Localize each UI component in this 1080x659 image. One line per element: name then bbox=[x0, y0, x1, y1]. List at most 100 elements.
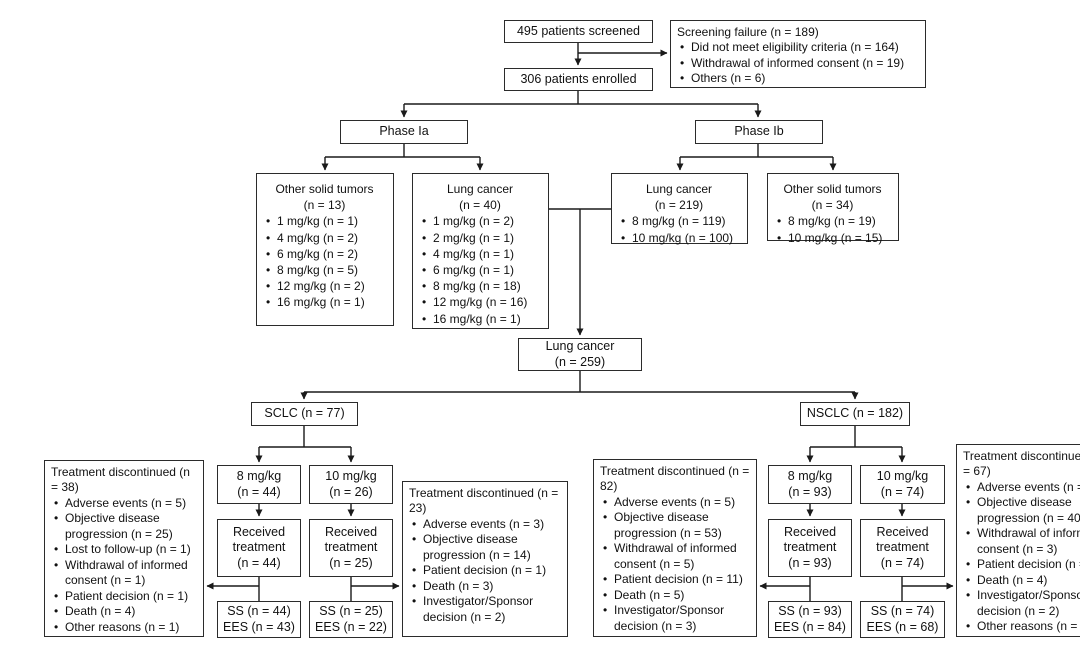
bullet-item: Lost to follow-up (n = 1) bbox=[50, 542, 200, 558]
sclc-discontinued-8mg-list: Adverse events (n = 5)Objective disease … bbox=[50, 496, 200, 636]
phase-ia-label: Phase Ia bbox=[379, 124, 429, 139]
screening-failure-box: Screening failure (n = 189) Did not meet… bbox=[670, 20, 926, 88]
bullet-item: 12 mg/kg (n = 16) bbox=[418, 294, 545, 310]
bullet-item: Death (n = 4) bbox=[50, 604, 200, 620]
nsclc-ss-10mg: SS (n = 74) bbox=[870, 604, 935, 619]
sclc-ss-8mg: SS (n = 44) bbox=[227, 604, 291, 619]
screening-failure-list: Did not meet eligibility criteria (n = 1… bbox=[676, 40, 922, 86]
bullet-item: 2 mg/kg (n = 1) bbox=[418, 230, 545, 246]
lung-cancer-combined-name: Lung cancer bbox=[545, 339, 615, 354]
nsclc-analysis-sets-10mg-box: SS (n = 74) EES (n = 68) bbox=[860, 601, 945, 638]
phase-ia-box: Phase Ia bbox=[340, 120, 468, 144]
nsclc-discontinued-10mg-box: Treatment discontinued (n = 67) Adverse … bbox=[956, 444, 1080, 637]
sclc-discontinued-10mg-title: Treatment discontinued (n = 23) bbox=[409, 486, 559, 516]
bullet-item: 8 mg/kg (n = 18) bbox=[418, 278, 545, 294]
sclc-discontinued-8mg-title: Treatment discontinued (n = 38) bbox=[51, 465, 190, 495]
nsclc-discontinued-10mg-list: Adverse events (n = 7)Objective disease … bbox=[962, 480, 1080, 635]
bullet-item: 16 mg/kg (n = 1) bbox=[418, 311, 545, 327]
phase-ib-lung-cancer-box: Lung cancer (n = 219) 8 mg/kg (n = 119)1… bbox=[611, 173, 748, 246]
enrolled-box: 306 patients enrolled bbox=[504, 68, 653, 91]
bullet-item: Investigator/Sponsor decision (n = 2) bbox=[408, 594, 564, 625]
bullet-item: Adverse events (n = 7) bbox=[962, 480, 1080, 496]
sclc-10mg-dose-box: 10 mg/kg (n = 26) bbox=[309, 465, 393, 504]
bullet-item: 10 mg/kg (n = 15) bbox=[773, 230, 895, 246]
phase-ia-other-solid-tumors-name: Other solid tumors bbox=[275, 182, 374, 196]
sclc-10mg-dose-n: (n = 26) bbox=[329, 484, 373, 499]
nsclc-received-8mg-n: (n = 93) bbox=[788, 555, 832, 570]
bullet-item: Investigator/Sponsor decision (n = 2) bbox=[962, 588, 1080, 619]
phase-ia-lung-cancer-box: Lung cancer (n = 40) 1 mg/kg (n = 2)2 mg… bbox=[412, 173, 549, 329]
sclc-discontinued-10mg-box: Treatment discontinued (n = 23) Adverse … bbox=[402, 481, 568, 637]
bullet-item: Death (n = 3) bbox=[408, 579, 564, 595]
phase-ib-other-solid-tumors-box: Other solid tumors (n = 34) 8 mg/kg (n =… bbox=[767, 173, 899, 246]
nsclc-received-8mg-box: Received treatment (n = 93) bbox=[768, 519, 852, 577]
bullet-item: Objective disease progression (n = 14) bbox=[408, 532, 564, 563]
nsclc-10mg-dose-box: 10 mg/kg (n = 74) bbox=[860, 465, 945, 504]
bullet-item: Withdrawal of informed consent (n = 3) bbox=[962, 526, 1080, 557]
sclc-received-8mg-box: Received treatment (n = 44) bbox=[217, 519, 301, 577]
bullet-item: Others (n = 6) bbox=[676, 71, 922, 87]
bullet-item: 8 mg/kg (n = 19) bbox=[773, 213, 895, 229]
nsclc-received-10mg-box: Received treatment (n = 74) bbox=[860, 519, 945, 577]
nsclc-ss-8mg: SS (n = 93) bbox=[778, 604, 842, 619]
bullet-item: 8 mg/kg (n = 119) bbox=[617, 213, 744, 229]
bullet-item: Patient decision (n = 1) bbox=[408, 563, 564, 579]
bullet-item: Investigator/Sponsor decision (n = 3) bbox=[599, 603, 753, 634]
bullet-item: Adverse events (n = 5) bbox=[599, 495, 753, 511]
nsclc-received-8mg-label: Received treatment bbox=[783, 525, 837, 555]
flow-connectors bbox=[206, 43, 954, 601]
phase-ia-other-solid-tumors-list: 1 mg/kg (n = 1)4 mg/kg (n = 2)6 mg/kg (n… bbox=[262, 213, 390, 310]
screened-box: 495 patients screened bbox=[504, 20, 653, 43]
nsclc-received-10mg-n: (n = 74) bbox=[880, 555, 925, 570]
nsclc-10mg-dose-label: 10 mg/kg bbox=[876, 469, 929, 484]
nsclc-box: NSCLC (n = 182) bbox=[800, 402, 910, 426]
phase-ib-other-solid-tumors-name: Other solid tumors bbox=[783, 182, 882, 196]
phase-ia-other-solid-tumors-box: Other solid tumors (n = 13) 1 mg/kg (n =… bbox=[256, 173, 394, 326]
bullet-item: 8 mg/kg (n = 5) bbox=[262, 262, 390, 278]
nsclc-discontinued-8mg-box: Treatment discontinued (n = 82) Adverse … bbox=[593, 459, 757, 637]
sclc-8mg-dose-n: (n = 44) bbox=[237, 484, 281, 499]
nsclc-discontinued-10mg-title: Treatment discontinued (n = 67) bbox=[963, 449, 1080, 479]
phase-ib-lung-cancer-list: 8 mg/kg (n = 119)10 mg/kg (n = 100) bbox=[617, 213, 744, 246]
sclc-ss-10mg: SS (n = 25) bbox=[319, 604, 383, 619]
bullet-item: Death (n = 5) bbox=[599, 588, 753, 604]
bullet-item: 6 mg/kg (n = 1) bbox=[418, 262, 545, 278]
sclc-8mg-dose-box: 8 mg/kg (n = 44) bbox=[217, 465, 301, 504]
bullet-item: Withdrawal of informed consent (n = 19) bbox=[676, 56, 922, 72]
bullet-item: 1 mg/kg (n = 1) bbox=[262, 213, 390, 229]
phase-ia-lung-cancer-name: Lung cancer bbox=[446, 182, 514, 196]
bullet-item: Objective disease progression (n = 40) bbox=[962, 495, 1080, 526]
bullet-item: Objective disease progression (n = 25) bbox=[50, 511, 200, 542]
phase-ib-box: Phase Ib bbox=[695, 120, 823, 144]
bullet-item: Withdrawal of informed consent (n = 5) bbox=[599, 541, 753, 572]
phase-ib-lung-cancer-name: Lung cancer bbox=[645, 182, 713, 196]
sclc-analysis-sets-8mg-box: SS (n = 44) EES (n = 43) bbox=[217, 601, 301, 638]
sclc-received-8mg-n: (n = 44) bbox=[237, 555, 281, 570]
nsclc-label: NSCLC (n = 182) bbox=[806, 406, 904, 421]
sclc-ees-10mg: EES (n = 22) bbox=[315, 619, 387, 634]
bullet-item: Death (n = 4) bbox=[962, 573, 1080, 589]
sclc-received-8mg-label: Received treatment bbox=[232, 525, 286, 555]
nsclc-ees-8mg: EES (n = 84) bbox=[774, 619, 846, 634]
sclc-received-10mg-box: Received treatment (n = 25) bbox=[309, 519, 393, 577]
sclc-discontinued-10mg-list: Adverse events (n = 3)Objective disease … bbox=[408, 517, 564, 625]
bullet-item: Adverse events (n = 5) bbox=[50, 496, 200, 512]
phase-ib-label: Phase Ib bbox=[734, 124, 784, 139]
screened-label: 495 patients screened bbox=[516, 23, 640, 38]
bullet-item: Did not meet eligibility criteria (n = 1… bbox=[676, 40, 922, 56]
nsclc-discontinued-8mg-title: Treatment discontinued (n = 82) bbox=[600, 464, 750, 494]
sclc-box: SCLC (n = 77) bbox=[251, 402, 358, 426]
bullet-item: Withdrawal of informed consent (n = 1) bbox=[50, 558, 200, 589]
sclc-ees-8mg: EES (n = 43) bbox=[223, 619, 295, 634]
patient-flow-diagram: 495 patients screened Screening failure … bbox=[40, 16, 1080, 643]
bullet-item: Adverse events (n = 3) bbox=[408, 517, 564, 533]
phase-ib-other-solid-tumors-list: 8 mg/kg (n = 19)10 mg/kg (n = 15) bbox=[773, 213, 895, 246]
phase-ia-other-solid-tumors-n: (n = 13) bbox=[303, 198, 346, 213]
screening-failure-title: Screening failure (n = 189) bbox=[677, 25, 819, 39]
bullet-item: 6 mg/kg (n = 2) bbox=[262, 246, 390, 262]
sclc-8mg-dose-label: 8 mg/kg bbox=[236, 469, 282, 484]
enrolled-label: 306 patients enrolled bbox=[520, 71, 637, 86]
bullet-item: 4 mg/kg (n = 2) bbox=[262, 230, 390, 246]
bullet-item: 16 mg/kg (n = 1) bbox=[262, 294, 390, 310]
phase-ia-lung-cancer-list: 1 mg/kg (n = 2)2 mg/kg (n = 1)4 mg/kg (n… bbox=[418, 213, 545, 327]
